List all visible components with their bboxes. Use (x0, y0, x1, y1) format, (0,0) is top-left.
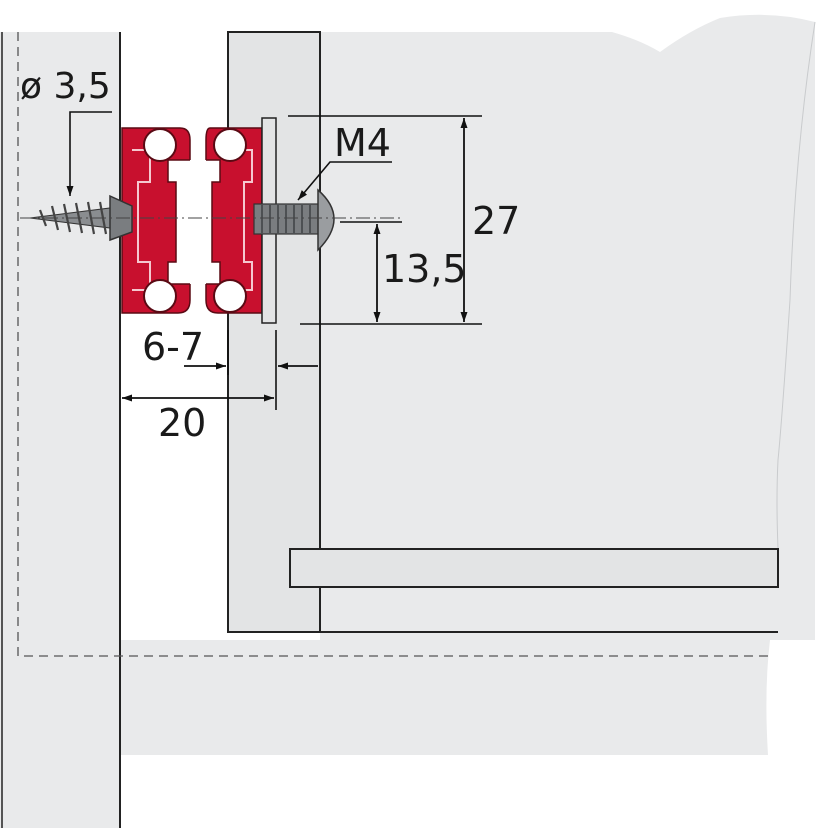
hidden-edge-dashed (17, 32, 768, 657)
dim-m4 (297, 161, 392, 201)
label-height-half: 13,5 (382, 247, 467, 291)
label-width: 20 (158, 401, 206, 445)
label-height-total: 27 (472, 199, 520, 243)
dim-diameter (66, 111, 112, 196)
cabinet-side-wall (0, 32, 120, 828)
drawer-panel (320, 14, 815, 641)
label-screw-diameter: ø 3,5 (20, 66, 111, 107)
drawer-bottom-board (289, 548, 779, 588)
label-gap: 6-7 (142, 325, 204, 369)
label-bolt: M4 (334, 121, 391, 165)
dim-27 (288, 115, 482, 325)
m4-bolt (253, 188, 335, 252)
dim-13-5 (340, 221, 402, 322)
dim-6-7 (184, 330, 318, 410)
drawer-panel-broken-edge (776, 21, 816, 549)
slide-profile (121, 117, 277, 324)
carcass-bottom-panel (120, 640, 770, 755)
